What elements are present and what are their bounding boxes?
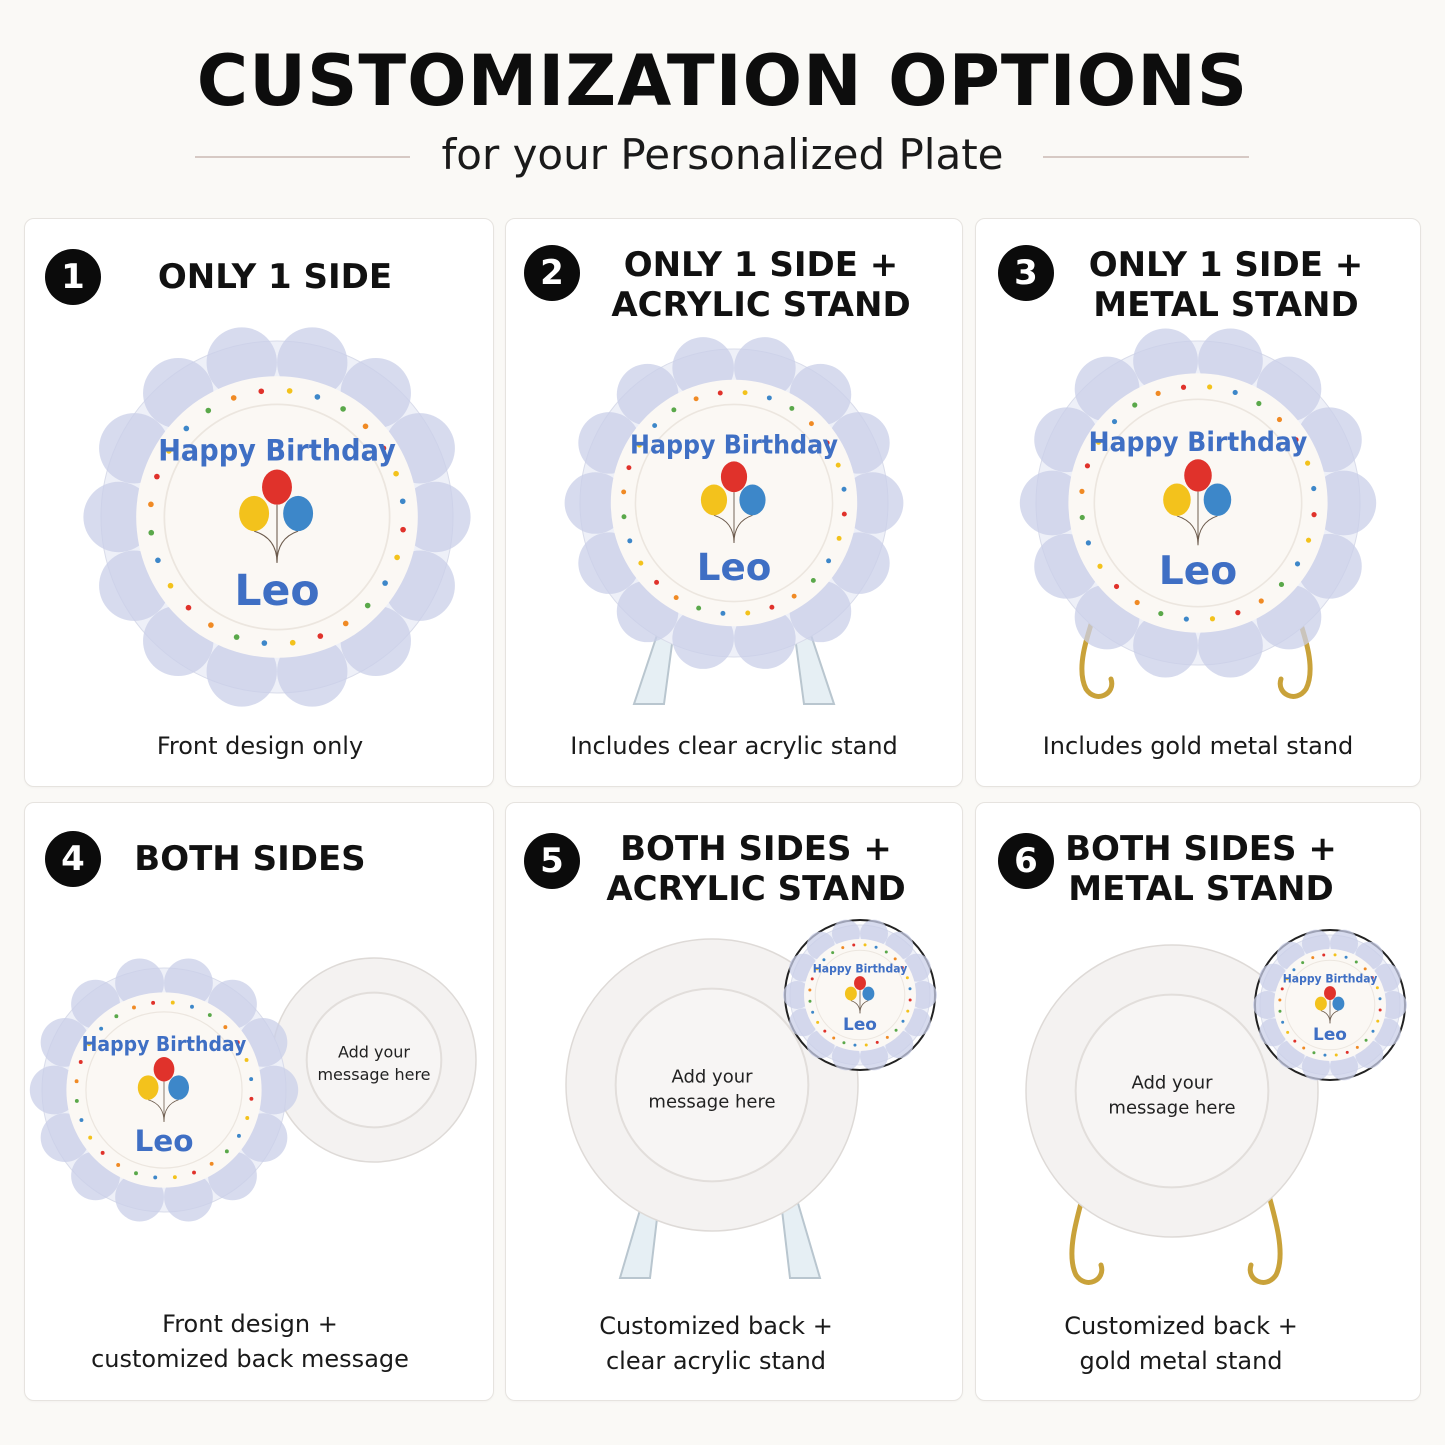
svg-text:Leo: Leo [234, 566, 319, 616]
back-plate-image: Add your message here [271, 957, 477, 1163]
option-card-5[interactable]: 5 BOTH SIDES + ACRYLIC STAND Add your mes… [505, 802, 963, 1401]
svg-text:Happy Birthday: Happy Birthday [813, 962, 908, 976]
svg-text:Happy Birthday: Happy Birthday [158, 434, 396, 468]
gold-metal-stand-icon [1069, 1182, 1283, 1285]
option-number-badge: 1 [45, 249, 101, 305]
svg-text:message here: message here [648, 1092, 775, 1113]
option-number-badge: 2 [524, 245, 580, 301]
svg-text:Add your: Add your [671, 1066, 753, 1087]
svg-text:Happy Birthday: Happy Birthday [1089, 427, 1308, 458]
svg-text:Leo: Leo [843, 1014, 877, 1034]
svg-text:Leo: Leo [1313, 1024, 1347, 1044]
option-card-4[interactable]: 4 BOTH SIDES Add your message here Happy … [24, 802, 494, 1401]
svg-text:Happy Birthday: Happy Birthday [82, 1032, 247, 1056]
svg-text:message here: message here [317, 1065, 430, 1084]
option-title: BOTH SIDES [134, 839, 366, 879]
option-card-2[interactable]: 2 ONLY 1 SIDE + ACRYLIC STAND Happy Birt… [505, 218, 963, 787]
option-card-3[interactable]: 3 ONLY 1 SIDE + METAL STAND Happy Birthd… [975, 218, 1421, 787]
svg-text:Leo: Leo [697, 545, 772, 589]
svg-text:Happy Birthday: Happy Birthday [1283, 972, 1378, 986]
svg-text:Leo: Leo [134, 1124, 193, 1158]
option-number-badge: 4 [45, 831, 101, 887]
svg-text:Leo: Leo [1159, 549, 1237, 594]
option-title: ONLY 1 SIDE [157, 257, 393, 297]
option-number-badge: 3 [998, 245, 1054, 301]
option-title: ONLY 1 SIDE + METAL STAND [1088, 245, 1364, 325]
option-title: ONLY 1 SIDE + ACRYLIC STAND [611, 245, 911, 325]
option-caption: Includes clear acrylic stand [570, 732, 898, 760]
divider-left [195, 156, 410, 158]
option-caption: Front design only [156, 732, 364, 760]
option-caption: Includes gold metal stand [1042, 732, 1354, 760]
svg-text:message here: message here [1108, 1098, 1235, 1119]
back-plate-image: Add your message here [565, 938, 859, 1232]
divider-right [1043, 156, 1249, 158]
svg-text:Add your: Add your [338, 1043, 410, 1062]
subtitle-row: for your Personalized Plate [0, 130, 1445, 186]
option-caption: Customized back + gold metal stand [1064, 1312, 1298, 1375]
page-title: CUSTOMIZATION OPTIONS [196, 40, 1249, 122]
option-card-6[interactable]: 6 BOTH SIDES + METAL STAND Add your messa… [975, 802, 1421, 1401]
back-plate-image: Add your message here [1025, 944, 1319, 1238]
option-title: BOTH SIDES + METAL STAND [1065, 829, 1337, 909]
option-caption: Front design + customized back message [91, 1310, 409, 1373]
svg-text:Add your: Add your [1131, 1072, 1213, 1093]
page-subtitle: for your Personalized Plate [441, 130, 1004, 179]
option-number-badge: 5 [524, 833, 580, 889]
option-caption: Customized back + clear acrylic stand [599, 1312, 833, 1375]
option-number-badge: 6 [998, 833, 1054, 889]
svg-text:Happy Birthday: Happy Birthday [630, 430, 838, 460]
option-title: BOTH SIDES + ACRYLIC STAND [606, 829, 906, 909]
